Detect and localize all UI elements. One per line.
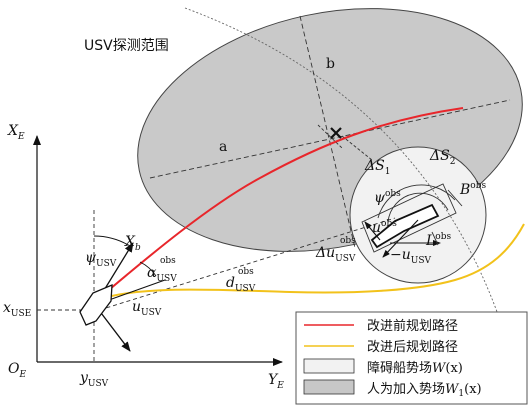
legend-label-obstacle-field: 障碍船势场W(x): [367, 360, 463, 376]
horizontal-axis-label: YE: [268, 372, 284, 391]
u-obs-label: uobs: [372, 219, 397, 236]
origin-label: OE: [8, 361, 26, 380]
offset-line-right: [341, 135, 373, 161]
path-after-improvement: [96, 223, 525, 301]
neg-u-usv-label: −uUSV: [390, 247, 432, 266]
obstacle-safety-box: [361, 183, 457, 253]
alpha-angle-arc: [139, 261, 157, 277]
psi-angle-arc: [93, 235, 131, 247]
psi-usv-label: ψUSV: [85, 250, 117, 269]
legend: 改进前规划路径 改进后规划路径 障碍船势场W(x) 人为加入势场W1(x): [295, 311, 528, 405]
heading-label: Xb: [124, 234, 141, 253]
d-obs-sup: obs: [238, 267, 254, 277]
path-before-improvement: [96, 107, 464, 301]
legend-swatch-artificial-field: [303, 379, 355, 395]
delta-s2-label: ΔS2: [429, 148, 455, 167]
d-usv-label: dUSV: [226, 275, 256, 294]
offset-line-left: [317, 124, 343, 149]
b-obs-label: Bobs: [459, 181, 486, 198]
psi-obs-label: ψobs: [374, 189, 401, 206]
x-position-label: xUSE: [3, 300, 31, 319]
vertical-axis-label: XE: [7, 123, 25, 142]
legend-swatch-obstacle-field: [303, 358, 355, 374]
ellipse-axis-b-label: b: [326, 56, 335, 72]
legend-label-after: 改进后规划路径: [367, 339, 458, 355]
ellipse-major-axis: [149, 99, 511, 179]
alpha-obs-sup: obs: [160, 256, 176, 266]
obstacle-length-tick: [431, 231, 439, 246]
u-usv-label: uUSV: [132, 299, 162, 318]
cross-marker: [330, 127, 342, 139]
delta-u-obs-sup: obs: [340, 236, 356, 246]
obstacle-beam-tick: [447, 189, 463, 207]
obstacle-arc-outer: [377, 184, 456, 219]
detection-range-label: USV探测范围: [84, 37, 169, 54]
usv-ship: [79, 283, 113, 326]
legend-label-artificial-field: 人为加入势场W1(x): [367, 381, 482, 399]
alpha-usv-label: αUSV: [147, 265, 177, 284]
obstacle-ship: [370, 203, 440, 249]
ellipse-axis-a-label: a: [219, 139, 227, 155]
relative-velocity-arrow: [382, 219, 419, 258]
obstacle-velocity-arrow: [364, 221, 381, 241]
legend-label-before: 改进前规划路径: [367, 318, 458, 334]
l-obs-label: Lobs: [425, 232, 451, 249]
y-position-label: yUSV: [79, 370, 109, 389]
usv-obstacle-distance-line: [92, 217, 396, 313]
obstacle-arc-inner: [387, 192, 449, 223]
guide-arc-dotted: [184, 7, 501, 321]
obstacle-ship-group: [361, 183, 463, 258]
delta-s1-label: ΔS1: [364, 158, 390, 177]
delta-u-usv-label: ΔuUSV: [315, 245, 356, 264]
